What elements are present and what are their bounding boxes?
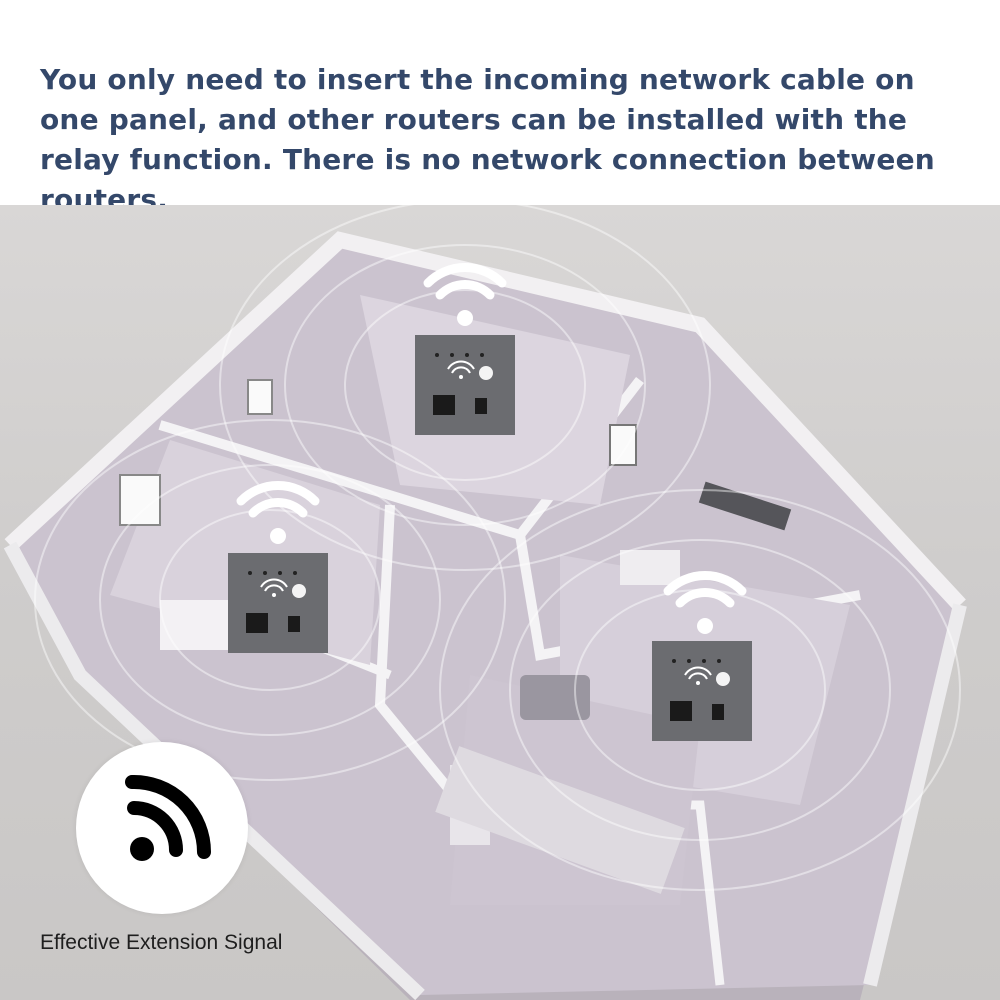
apartment-illustration <box>0 205 1000 1000</box>
signal-rings <box>34 205 961 891</box>
router-panel-right <box>652 641 752 741</box>
headline: You only need to insert the incoming net… <box>40 63 935 216</box>
wifi-beacon-top <box>423 263 507 326</box>
router-panel-top <box>415 335 515 435</box>
router-panel-left <box>228 553 328 653</box>
wifi-beacon-right <box>663 571 747 634</box>
legend-label: Effective Extension Signal <box>40 931 283 954</box>
legend-badge <box>76 742 248 914</box>
wifi-beacon-left <box>236 481 320 544</box>
floorplan <box>3 231 967 1000</box>
wifi-signal-icon <box>125 774 211 861</box>
